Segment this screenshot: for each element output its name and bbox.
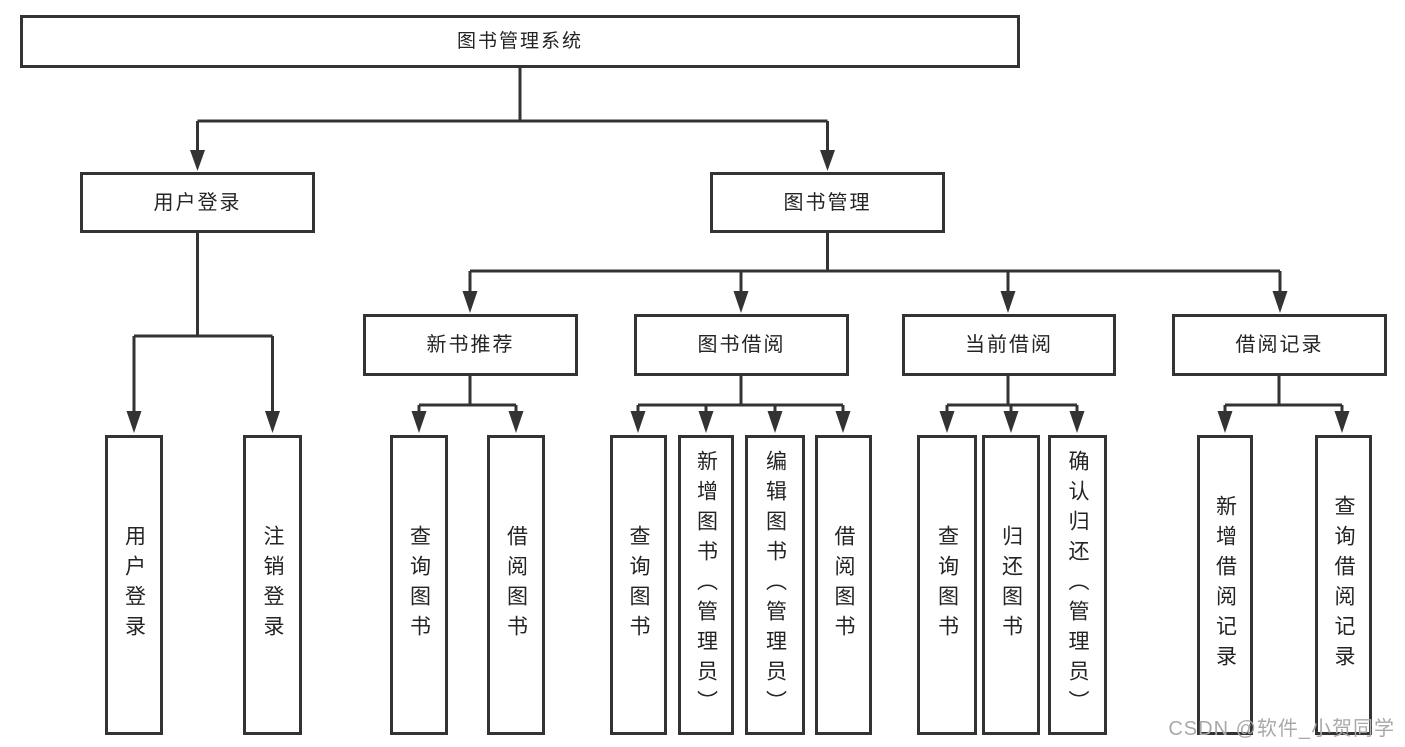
arrow-icon (630, 411, 646, 433)
arrow-icon (190, 150, 205, 171)
connector-userlogin-to-children (132, 233, 274, 413)
node-label: 用户登录 (122, 525, 146, 645)
arrow-icon (1334, 411, 1350, 433)
watermark: CSDN @软件_小贺同学 (1168, 718, 1395, 740)
node-label: 查询图书 (407, 525, 431, 645)
arrow-icon (1000, 291, 1016, 313)
node-label: 确认归还（管理员） (1066, 450, 1089, 720)
arrow-icon (126, 411, 142, 433)
connector-newbook-to-children (417, 376, 518, 414)
arrow-icon (1272, 291, 1288, 313)
node-label: 用户登录 (153, 191, 242, 214)
node-label: 查询借阅记录 (1332, 495, 1355, 675)
node-label: 图书管理系统 (456, 31, 583, 52)
node-label: 借阅图书 (832, 525, 855, 645)
node-borrow-books-recommend: 借阅图书 (487, 435, 545, 735)
node-query-borrow-record: 查询借阅记录 (1315, 435, 1372, 735)
arrow-icon (1003, 411, 1019, 433)
arrow-icon (733, 291, 749, 313)
node-label: 编辑图书（管理员） (763, 450, 787, 720)
node-label: 新书推荐 (426, 334, 515, 356)
arrow-icon (508, 411, 524, 433)
node-confirm-return-admin: 确认归还（管理员） (1048, 435, 1107, 735)
arrow-icon (820, 150, 835, 171)
node-edit-book-admin: 编辑图书（管理员） (745, 435, 805, 735)
node-label: 借阅图书 (504, 525, 528, 645)
arrow-icon (698, 411, 714, 433)
connector-bookborrow-to-children (636, 376, 845, 414)
node-label: 归还图书 (999, 525, 1023, 645)
node-label: 图书借阅 (697, 334, 786, 356)
connector-bookmgmt-to-level3 (468, 233, 1282, 294)
node-return-books: 归还图书 (982, 435, 1040, 735)
arrow-icon (411, 411, 427, 433)
node-new-book-recommend: 新书推荐 (363, 314, 578, 376)
arrow-icon (1217, 411, 1233, 433)
connector-root-to-level2 (196, 68, 829, 153)
node-label: 注销登录 (261, 525, 284, 645)
arrow-icon (1069, 411, 1085, 433)
node-user-login: 用户登录 (105, 435, 163, 735)
node-user-login-group: 用户登录 (80, 172, 315, 233)
node-query-books-borrow: 查询图书 (610, 435, 667, 735)
node-query-books-recommend: 查询图书 (390, 435, 448, 735)
node-query-books-current: 查询图书 (917, 435, 977, 735)
arrow-icon (462, 291, 478, 313)
node-add-borrow-record: 新增借阅记录 (1197, 435, 1253, 735)
node-label: 当前借阅 (965, 334, 1053, 356)
node-logout: 注销登录 (243, 435, 302, 735)
arrow-icon (835, 411, 851, 433)
node-library-system: 图书管理系统 (20, 15, 1020, 68)
node-current-borrow: 当前借阅 (902, 314, 1116, 376)
connector-borrowrecords-to-children (1223, 376, 1344, 414)
node-label: 查询图书 (935, 525, 959, 645)
node-borrow-books: 借阅图书 (815, 435, 872, 735)
node-label: 借阅记录 (1235, 334, 1324, 356)
arrow-icon (939, 411, 955, 433)
node-label: 图书管理 (783, 191, 872, 214)
arrowheads (126, 150, 1350, 433)
node-borrow-records: 借阅记录 (1172, 314, 1387, 376)
connector-currentborrow-to-children (945, 376, 1079, 414)
node-book-borrow: 图书借阅 (634, 314, 849, 376)
node-add-book-admin: 新增图书（管理员） (678, 435, 734, 735)
node-label: 新增借阅记录 (1213, 495, 1237, 675)
arrow-icon (265, 411, 280, 433)
node-label: 查询图书 (627, 525, 650, 645)
node-label: 新增图书（管理员） (694, 450, 718, 720)
arrow-icon (767, 411, 783, 433)
node-book-management: 图书管理 (710, 172, 945, 233)
